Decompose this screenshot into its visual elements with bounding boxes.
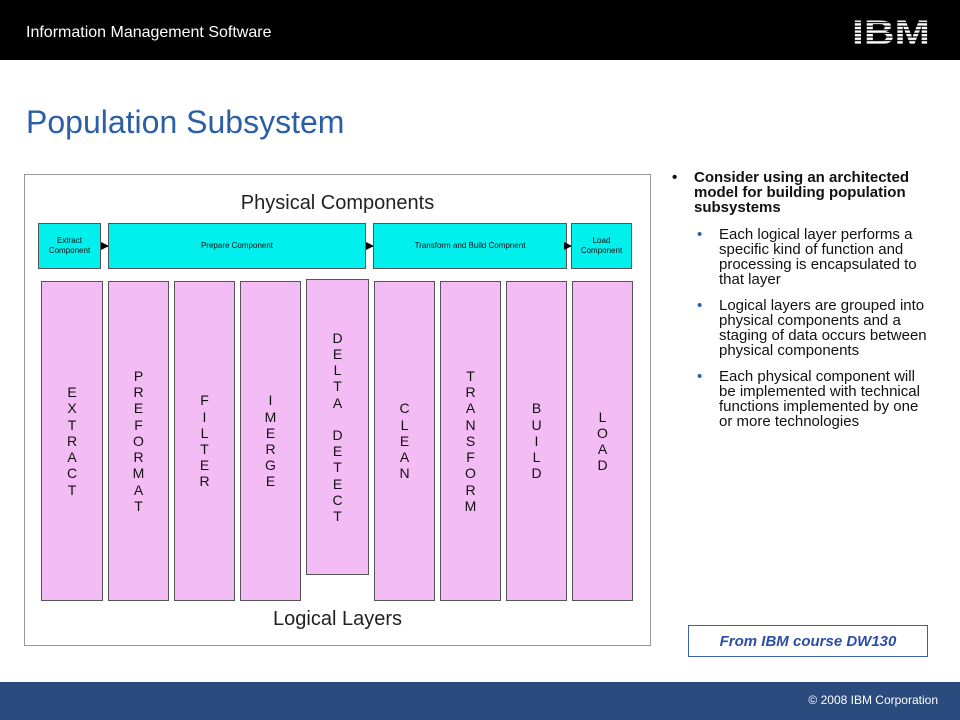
layer-letter: T [466,368,475,385]
layer-letter: T [67,481,77,498]
layer-letter: C [332,491,343,508]
layer-letter: S [465,432,476,449]
layer-letter: N [399,465,410,482]
layer-letter: E [265,424,276,441]
layer-letter: F [466,449,475,466]
transform-build-component: Transform and Build Compnent [373,223,567,269]
layer-letter: E [399,432,410,449]
layer-letter: A [597,441,608,457]
layer-letter: R [465,481,476,498]
footer-bar: © 2008 IBM Corporation [0,682,960,720]
logical-layers-title: Logical Layers [273,608,402,630]
layer-letter: A [332,394,343,411]
source-note: From IBM course DW130 [688,625,928,657]
copyright-text: © 2008 IBM Corporation [808,693,938,707]
layer-letter: T [333,459,342,476]
layer-letter: U [531,416,542,433]
layer-letter: A [67,449,77,466]
arrow-1 [101,242,109,250]
layer-letter: T [134,497,143,514]
layer-letter: F [134,416,143,433]
layer-letter: I [534,432,539,449]
load-component: Load Component [571,223,632,269]
physical-components-title: Physical Components [240,192,435,214]
layer-letter: D [597,457,608,474]
slide-title: Population Subsystem [26,104,345,140]
layer-letter: E [199,457,210,474]
extract-component: Extract Component [38,223,101,269]
layer-letter: R [66,432,78,449]
bullet-list: Consider using an architected model for … [672,170,934,429]
sub-bullet-2: Logical layers are grouped into physical… [672,298,934,358]
layer-letter: E [332,346,343,363]
layer-letter: A [133,481,144,498]
layer-letter: M [132,465,145,482]
layer-letter: C [66,465,78,482]
layer-letter: X [67,400,77,417]
layer-letter: M [464,497,477,514]
layer-letter: R [133,384,144,401]
layer-letter: P [133,368,144,385]
population-diagram: Physical Components Extract Component Pr… [24,174,651,646]
layer-letter: R [133,449,144,466]
layer-letter: E [332,475,343,492]
layer-letter: N [465,416,476,433]
arrow-3 [564,242,572,250]
layer-letter: D [332,329,343,346]
layer-letter: T [333,378,342,395]
layer-letter: R [465,384,476,401]
layer-letter: F [200,392,209,409]
layer-letter: T [200,441,209,457]
layer-letter: I [202,408,207,425]
layer-letter: A [465,400,476,417]
svg-text:IBM: IBM [852,16,930,46]
layer-letter: E [265,473,276,490]
layer-letter: O [597,424,608,441]
top-bar: Information Management Software IBM [0,0,960,60]
arrow-2 [366,242,374,250]
layer-letter: L [598,408,607,425]
layer-letter: T [333,507,342,524]
layer-letter: L [333,362,342,379]
ibm-logo-icon: IBM [852,14,930,52]
layer-letter: R [199,473,210,490]
layer-letter: A [399,449,410,466]
main-bullet: Consider using an architected model for … [672,170,934,215]
layer-letter: E [332,443,343,460]
layer-letter: E [67,384,77,401]
header-text: Information Management Software [26,24,272,41]
layer-letter: T [67,416,77,433]
layer-letter: L [532,449,541,466]
layer-letter: L [400,416,409,433]
layer-letter: D [531,465,542,482]
layer-letter: E [133,400,144,417]
layer-letter: M [264,408,277,425]
layer-letter: I [268,392,273,409]
layer-letter: R [265,441,276,457]
layer-letter: O [133,432,144,449]
layer-letter: D [332,426,343,443]
layer-letter: B [531,400,542,417]
layer-letter: C [399,400,410,417]
layer-letter: O [465,465,476,482]
layer-letter: G [265,457,276,474]
sub-bullet-3: Each physical component will be implemen… [672,369,934,429]
sub-bullet-1: Each logical layer performs a specific k… [672,227,934,287]
prepare-component: Prepare Component [108,223,366,269]
layer-letter: L [200,424,209,441]
